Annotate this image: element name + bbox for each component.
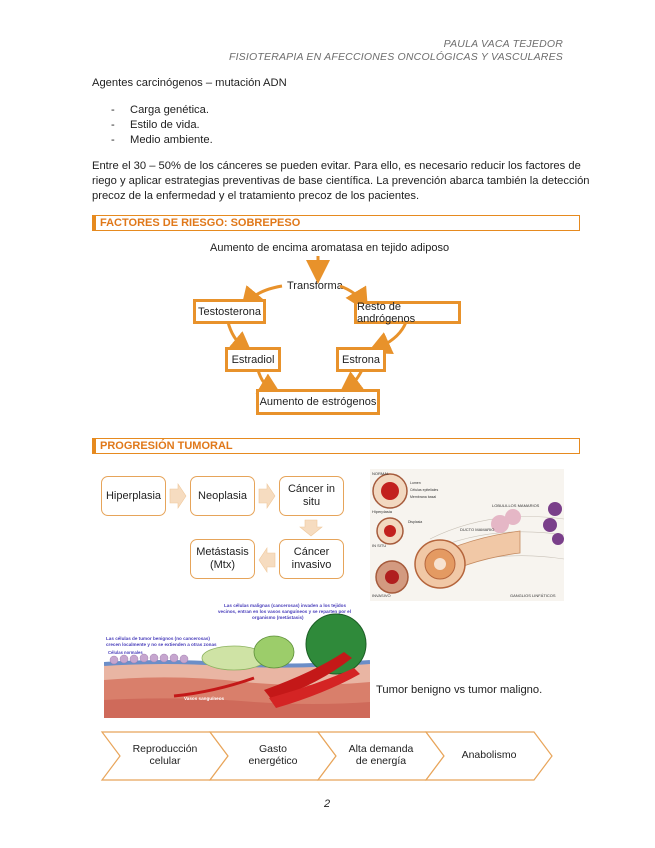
breast-label-epiteliales: Células epiteliales [410,488,438,492]
bullet-item: - Estilo de vida. [111,119,200,131]
chevron-gasto: Gasto energético [230,743,316,767]
breast-label-normal: NORMAL [372,471,390,476]
box-estradiol: Estradiol [225,347,281,372]
box-estrona: Estrona [336,347,386,372]
bullet-text: Medio ambiente. [130,134,213,146]
section-title-progresion: PROGRESIÓN TUMORAL [92,438,580,454]
tumor-label-top-1: Las células malignas (cancerosas) invade… [224,603,346,608]
arrow-test-estradiol [226,321,254,356]
flow-metastasis-line2: (Mtx) [209,559,236,571]
flow-cancer-invasivo: Cáncer invasivo [279,539,344,579]
tumor-label-normal: Células normales [108,650,143,655]
chevron-4-line1: Anabolismo [461,749,517,761]
intro-paragraph-line: Entre el 30 – 50% de los cánceres se pue… [92,160,581,172]
breast-label-ganglios: GANGLIOS LINFÁTICOS [510,593,556,598]
bullet-text: Estilo de vida. [130,119,200,131]
flow-metastasis-line1: Metástasis [196,546,249,558]
bullet-item: - Carga genética. [111,104,209,116]
flow-cancer-in-situ-line1: Cáncer in [287,483,336,495]
flow-hiperplasia: Hiperplasia [101,476,166,516]
flow-neoplasia: Neoplasia [190,476,255,516]
chevron-3-line2: de energía [355,755,407,767]
breast-label-lobulillos: LOBULILLOS MAMARIOS [492,503,540,508]
breast-label-invasivo: INVASIVO [372,593,391,598]
bullet-mark: - [111,134,115,146]
chevron-shape-4 [424,731,553,781]
diagram-top-text: Aumento de encima aromatasa en tejido ad… [210,242,450,254]
tumor-label-left-1: Las células de tumor benignos (no cancer… [106,636,210,641]
diagram-transforma-text: Transforma [287,280,343,292]
flow-metastasis: Metástasis (Mtx) [190,539,255,579]
box-aumento-estrogenos: Aumento de estrógenos [256,389,380,415]
chevron-2-line2: energético [248,755,298,767]
page-number: 2 [324,798,331,810]
intro-paragraph-line: riego y aplicar estrategias preventivas … [92,175,590,187]
intro-title: Agentes carcinógenos – mutación ADN [92,77,287,89]
flow-cancer-in-situ: Cáncer in situ [279,476,344,516]
box-testosterona: Testosterona [193,299,266,324]
chevron-1-line2: celular [149,755,181,767]
chevron-1-line1: Reproducción [132,743,198,755]
tumor-label-top-3: organismo (metástasis) [252,615,304,620]
flow-cancer-invasivo-line1: Cáncer [293,546,330,558]
bullet-mark: - [111,119,115,131]
chevron-3-line1: Alta demanda [348,743,414,755]
flow-cancer-invasivo-line2: invasivo [291,559,332,571]
tumor-caption: Tumor benigno vs tumor maligno. [376,684,543,696]
tumor-label-left-2: crecen localmente y no se extienden a ot… [106,642,217,647]
breast-label-in-situ: IN SITU [372,543,386,548]
box-resto-androgenos: Resto de andrógenos [354,301,461,325]
flow-cancer-in-situ-line2: situ [302,496,321,508]
arrow-estradiol-bottom [255,369,283,397]
breast-label-ducto: DUCTO MAMARIO [460,527,494,532]
bullet-text: Carga genética. [130,104,209,116]
tumor-illustration: Las células malignas (cancerosas) invade… [104,602,370,718]
breast-duct-illustration: NORMAL Lumen Células epiteliales Membran… [370,469,564,601]
flow-arrow-down [299,519,323,537]
flow-arrow-left [258,547,276,573]
chevron-process [100,731,553,781]
section-title-sobrepeso: FACTORES DE RIESGO: SOBREPESO [92,215,580,231]
chevron-2-line1: Gasto [258,743,287,755]
header-subject: FISIOTERAPIA EN AFECCIONES ONCOLÓGICAS Y… [228,51,563,63]
breast-label-membrana: Membrana basal [410,495,436,499]
chevron-alta-demanda: Alta demanda de energía [338,743,424,767]
arrow-estrona-bottom [338,369,365,396]
header-author: PAULA VACA TEJEDOR [443,38,563,50]
chevron-anabolismo: Anabolismo [446,749,532,761]
breast-label-displasia: Displasia [408,520,422,524]
breast-label-lumen: Lumen [410,481,421,485]
flow-arrow-right-1 [169,483,187,509]
tumor-label-top-2: vecinos, entran en los vasos sanguíneos … [218,609,351,614]
flow-arrow-right-2 [258,483,276,509]
bullet-item: - Medio ambiente. [111,134,213,146]
bullet-mark: - [111,104,115,116]
intro-paragraph-line: precoz de la enfermedad y el tratamiento… [92,190,420,202]
chevron-reproduccion: Reproducción celular [122,743,208,767]
tumor-label-vessel: Vasos sanguíneos [184,696,225,701]
breast-label-hiperplasia: Hiperplasia [372,509,393,514]
arrow-andro-estrona [367,321,408,354]
